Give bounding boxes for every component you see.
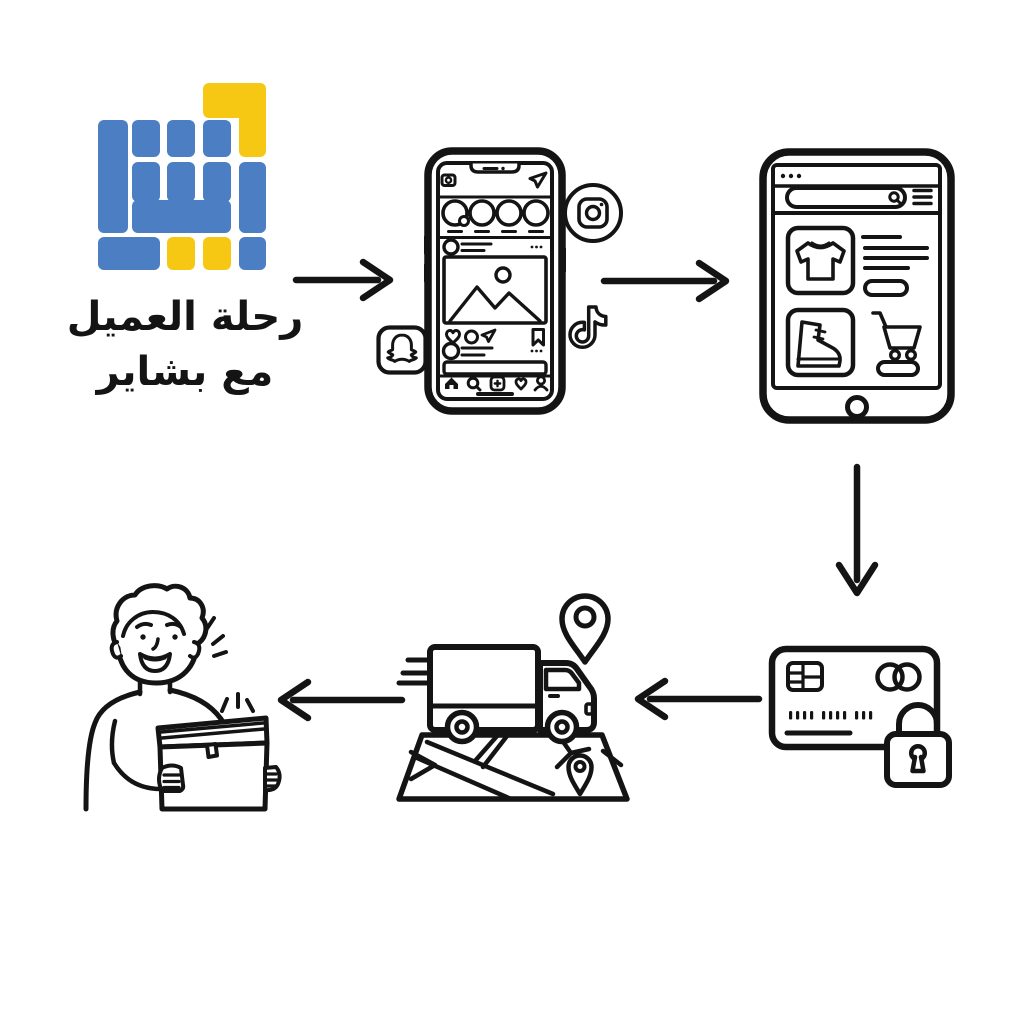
shopping-cart-icon bbox=[871, 311, 922, 361]
product-card-boot bbox=[785, 307, 856, 378]
tiktok-icon bbox=[568, 305, 608, 350]
add-post-icon bbox=[489, 375, 506, 392]
location-pin-small-icon bbox=[566, 753, 594, 797]
tablet-home-button bbox=[845, 395, 869, 419]
camera-icon bbox=[440, 173, 457, 187]
delivery-tracking bbox=[396, 593, 630, 802]
map-icon bbox=[396, 732, 630, 802]
journey-arrow-1-right bbox=[292, 258, 394, 302]
title-line-1: رحلة العميل bbox=[66, 294, 304, 340]
card-brand-circles bbox=[875, 662, 922, 692]
card-number-dots bbox=[789, 711, 873, 720]
sparkle-lines-box bbox=[220, 692, 255, 713]
journey-arrow-3-down bbox=[835, 463, 879, 597]
card-chip bbox=[786, 661, 824, 692]
profile-icon bbox=[533, 375, 549, 392]
location-pin-icon bbox=[559, 593, 611, 665]
browser-bar bbox=[771, 173, 942, 215]
post-actions-row bbox=[445, 328, 545, 347]
menu-icon bbox=[912, 188, 933, 206]
search-icon bbox=[466, 376, 482, 392]
next-post-peek bbox=[442, 360, 548, 376]
right-hand bbox=[263, 765, 282, 793]
product-card-tshirt bbox=[785, 225, 856, 296]
padlock-icon bbox=[884, 702, 952, 788]
buy-button bbox=[863, 279, 909, 297]
instagram-icon bbox=[563, 183, 623, 243]
customer-face bbox=[135, 621, 183, 673]
brand-logo-mark bbox=[98, 83, 268, 270]
credit-card-icon bbox=[768, 645, 941, 751]
journey-arrow-5-left bbox=[277, 678, 406, 722]
customer-head bbox=[109, 583, 209, 686]
happy-customer-illustration bbox=[83, 583, 282, 812]
diagram-title: رحلة العميل مع بشاير bbox=[55, 290, 315, 400]
search-bar bbox=[785, 186, 907, 209]
sparkle-lines-head bbox=[204, 616, 228, 658]
delivery-truck-icon bbox=[427, 644, 597, 745]
tshirt-icon bbox=[795, 241, 846, 281]
journey-arrow-2-right bbox=[600, 259, 730, 303]
phone-notch bbox=[469, 161, 521, 174]
post-header bbox=[442, 238, 543, 256]
checkout-button bbox=[876, 360, 920, 377]
post-header-2 bbox=[441, 341, 543, 361]
title-line-2: مع بشاير bbox=[96, 349, 274, 395]
bottom-nav bbox=[445, 375, 549, 392]
left-hand bbox=[157, 763, 186, 793]
secure-payment bbox=[768, 645, 952, 788]
stories-row bbox=[441, 199, 550, 233]
product-text-lines bbox=[861, 235, 929, 297]
home-icon bbox=[445, 377, 458, 389]
tablet-ecommerce bbox=[759, 148, 955, 424]
heart-icon bbox=[514, 377, 528, 391]
package-box-icon bbox=[155, 715, 270, 812]
smartphone-social-feed bbox=[424, 147, 566, 415]
boot-icon bbox=[796, 320, 842, 368]
send-icon bbox=[528, 171, 548, 189]
journey-arrow-4-left bbox=[634, 677, 763, 721]
post-image-placeholder bbox=[442, 255, 548, 325]
customer-neck bbox=[137, 678, 173, 697]
snapchat-icon bbox=[376, 325, 428, 375]
